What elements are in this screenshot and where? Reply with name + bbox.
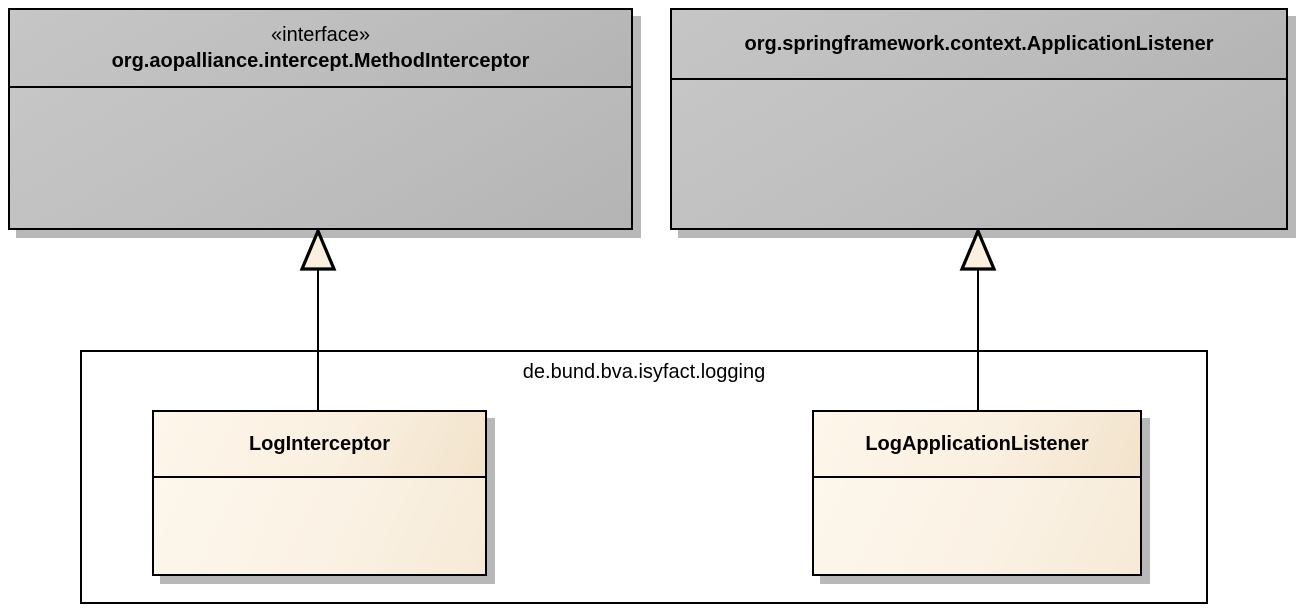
class-box-log-application-listener[interactable]: LogApplicationListener [812,410,1142,576]
class-body-log-interceptor [154,478,485,574]
class-name-log-application-listener: LogApplicationListener [865,433,1089,455]
class-box-method-interceptor[interactable]: «interface» org.aopalliance.intercept.Me… [8,8,633,230]
class-box-log-interceptor[interactable]: LogInterceptor [152,410,487,576]
class-header-log-interceptor: LogInterceptor [154,412,485,478]
class-body-method-interceptor [10,88,631,228]
generalization-arrow-log-interceptor [296,228,340,272]
class-header-log-application-listener: LogApplicationListener [814,412,1140,478]
class-name-method-interceptor: org.aopalliance.intercept.MethodIntercep… [111,49,530,72]
class-header-method-interceptor: «interface» org.aopalliance.intercept.Me… [10,10,631,88]
generalization-line-log-interceptor [317,268,319,410]
class-box-application-listener[interactable]: org.springframework.context.ApplicationL… [670,8,1288,230]
class-body-log-application-listener [814,478,1140,574]
generalization-arrow-log-application-listener [956,228,1000,272]
generalization-line-log-application-listener [977,268,979,410]
package-frame-isyfact-logging[interactable] [80,350,1208,604]
class-name-log-interceptor: LogInterceptor [248,433,391,455]
class-body-application-listener [672,80,1286,228]
class-stereotype-method-interceptor: «interface» [271,23,370,46]
class-header-application-listener: org.springframework.context.ApplicationL… [672,10,1286,80]
class-name-application-listener: org.springframework.context.ApplicationL… [744,33,1214,55]
package-label: de.bund.bva.isyfact.logging [522,361,766,383]
